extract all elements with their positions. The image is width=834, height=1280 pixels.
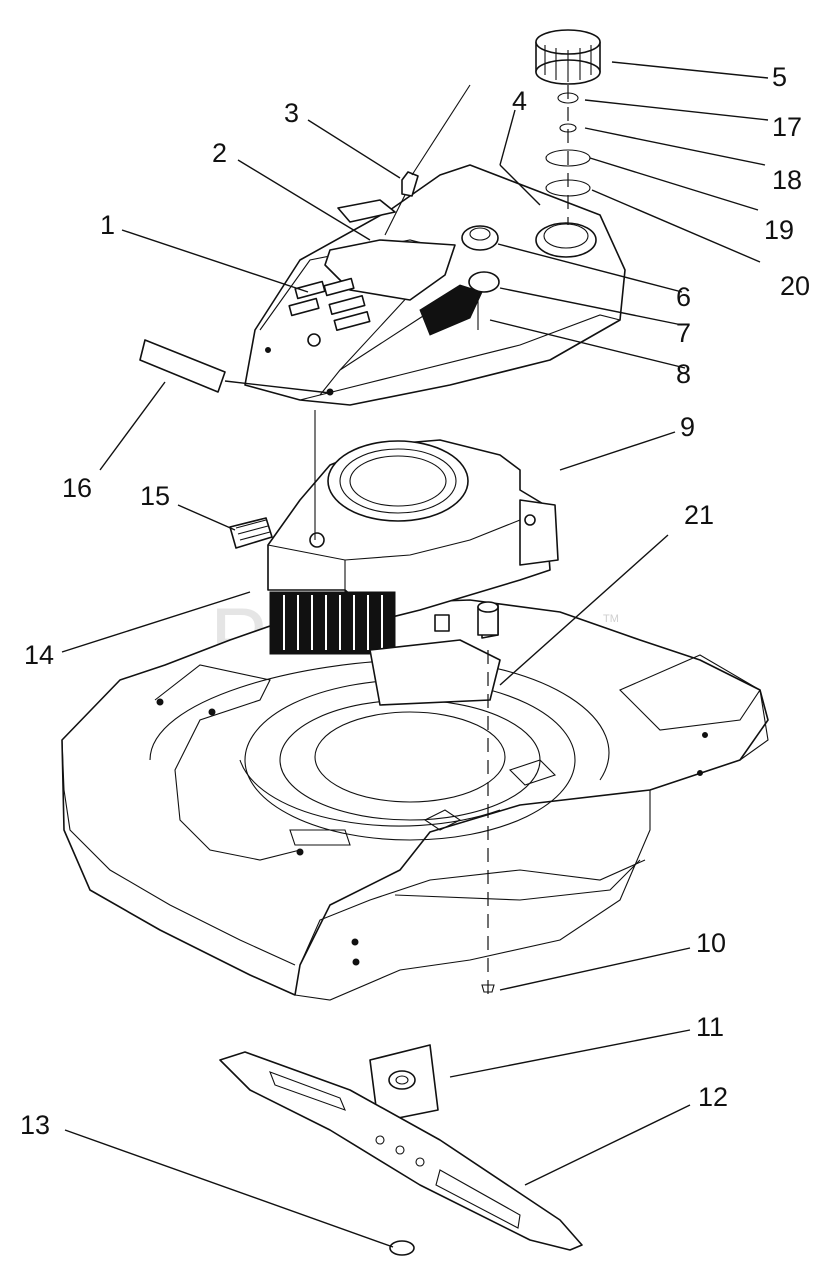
- fuel-neck: [535, 222, 597, 258]
- callout-11: 11: [696, 1012, 724, 1042]
- callout-13: 13: [20, 1110, 50, 1140]
- watermark-trademark: TM: [603, 613, 619, 625]
- callout-2: 2: [212, 138, 227, 168]
- callout-19: 19: [764, 215, 794, 245]
- cooling-fins: [269, 591, 396, 655]
- leader-lines: [61, 61, 769, 1248]
- callout-17: 17: [772, 112, 802, 142]
- knob-7: [468, 271, 500, 293]
- engine: [229, 439, 559, 706]
- callout-6: 6: [676, 282, 691, 312]
- callout-8: 8: [676, 359, 691, 389]
- blade-adapter: [369, 1044, 439, 1123]
- callout-4: 4: [512, 86, 527, 116]
- callout-7: 7: [676, 318, 691, 348]
- shroud-vents: [288, 277, 371, 332]
- callout-1: 1: [100, 210, 115, 240]
- bolt-10: [481, 984, 495, 993]
- primer-bulb: [461, 225, 499, 251]
- grille: [419, 284, 483, 336]
- callout-15: 15: [140, 481, 170, 511]
- bushing-21: [477, 601, 499, 636]
- fuel-cap: [535, 29, 601, 85]
- callout-16: 16: [62, 473, 92, 503]
- callout-20: 20: [780, 271, 810, 301]
- callouts: 1 2 3 4 5 6 7 8 9 10 11 12 13 14 15 16 1…: [20, 62, 810, 1140]
- washer-13: [389, 1240, 415, 1256]
- callout-18: 18: [772, 165, 802, 195]
- tube-3: [384, 84, 471, 236]
- callout-12: 12: [698, 1082, 728, 1112]
- callout-9: 9: [680, 412, 695, 442]
- callout-3: 3: [284, 98, 299, 128]
- engine-shroud: [244, 164, 626, 406]
- callout-21: 21: [684, 500, 714, 530]
- callout-14: 14: [24, 640, 54, 670]
- callout-10: 10: [696, 928, 726, 958]
- decal-16: [139, 339, 226, 393]
- mower-blade: [219, 1051, 583, 1251]
- callout-5: 5: [772, 62, 787, 92]
